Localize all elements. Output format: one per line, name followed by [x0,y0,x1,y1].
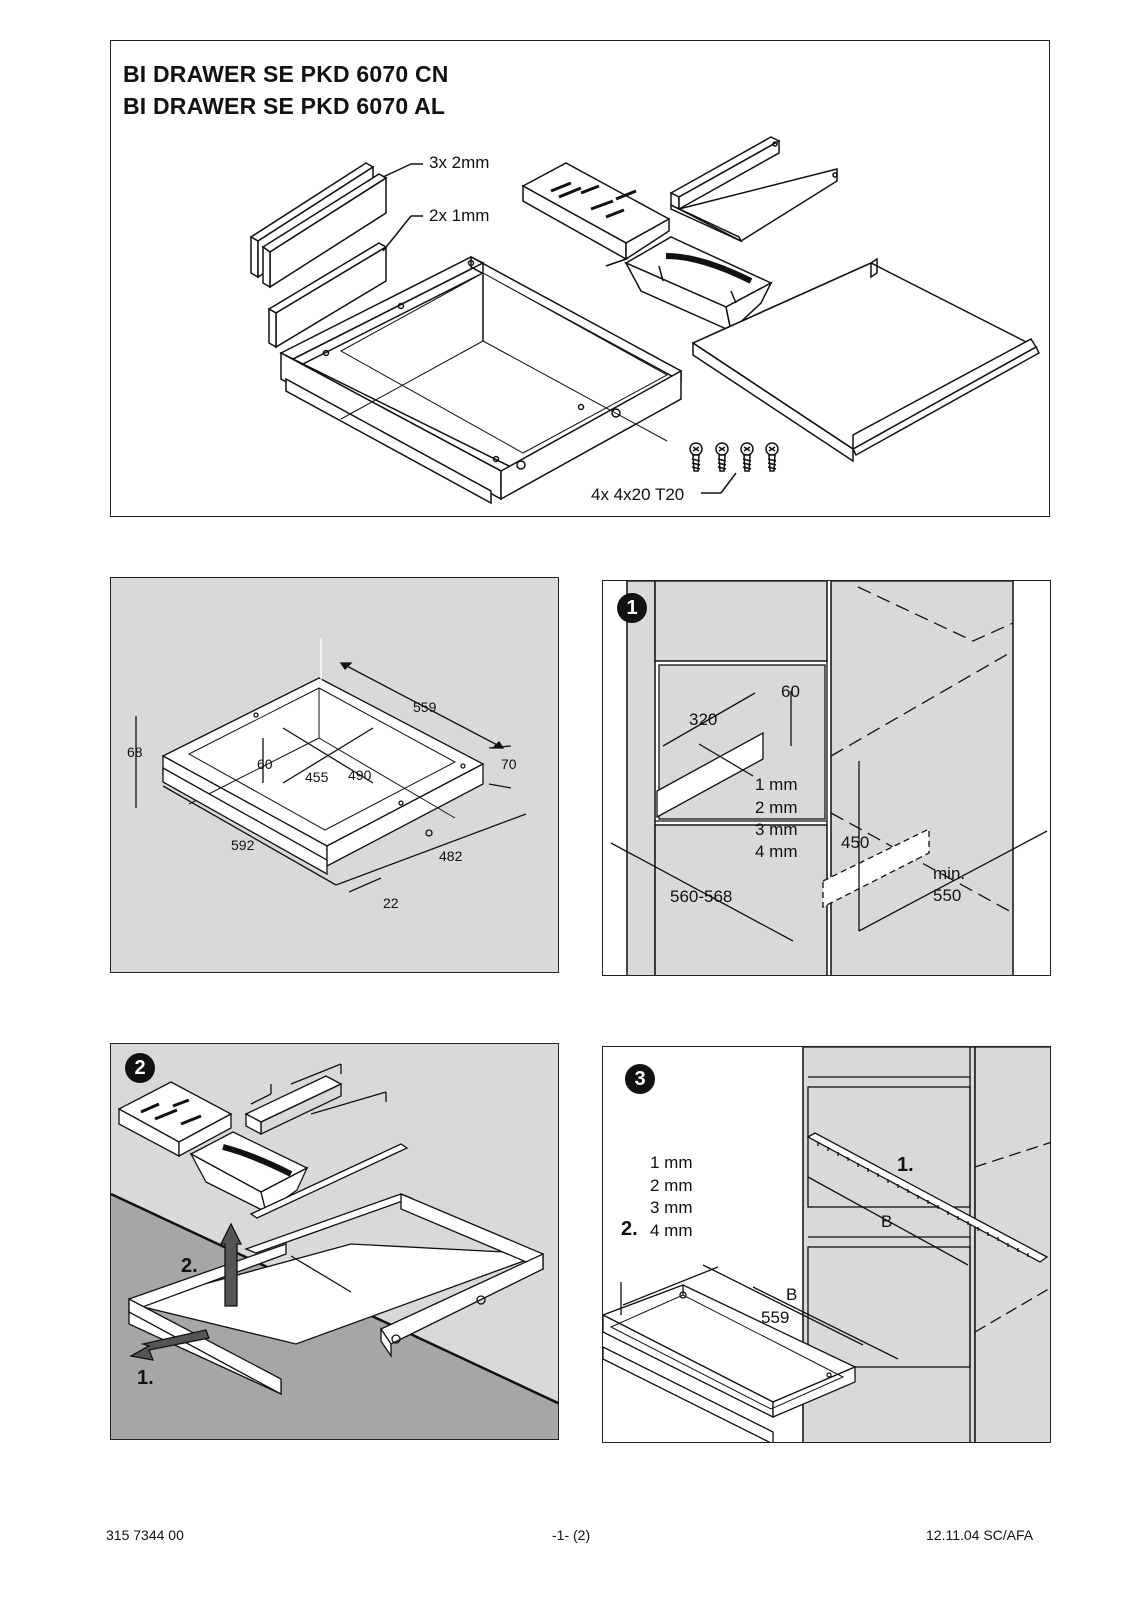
step-3-shim-3mm: 3 mm [650,1198,693,1217]
drawer-frame [279,255,682,505]
step-3-shim-1mm: 1 mm [650,1153,693,1172]
step-3-shim-2mm: 2 mm [650,1176,693,1195]
shim-3mm: 3 mm [755,820,798,839]
document-title-line-1: BI DRAWER SE PKD 6070 CN [123,61,449,87]
step-2-panel: 2 1. 2. [110,1043,559,1440]
screw-icons [689,442,779,472]
dim-60-step1: 60 [781,682,800,701]
leader-line-thick [382,163,412,178]
shim-1mm: 1 mm [755,775,798,794]
step-1-panel: 1 60 320 1 mm 2 mm 3 mm 4 mm 450 min. 55… [602,580,1051,976]
dim-450: 450 [841,833,870,852]
step-3-measure-b-ruler: B [881,1212,893,1231]
step-3-measure-b-drawer: B [786,1285,798,1304]
step-3-measure-drawing [603,1047,1050,1442]
step-2-action-2: 2. [181,1255,198,1277]
step-1-badge: 1 [617,593,647,623]
step-2-badge: 2 [125,1053,155,1083]
shim-2mm: 2 mm [755,798,798,817]
document-date: 12.11.04 SC/AFA [926,1527,1034,1543]
dim-559: 559 [413,699,437,715]
dim-592: 592 [231,837,255,853]
step-3-badge: 3 [625,1064,655,1094]
drawer-dimension-drawing [135,638,527,893]
dim-min-label: min. [933,864,966,883]
step-3-shim-4mm: 4 mm [650,1221,693,1240]
parts-illustration [249,136,1040,505]
step-3-dim-559: 559 [761,1308,790,1327]
dim-22: 22 [383,895,399,911]
page-number: -1- (2) [552,1527,591,1543]
drawer-cover-plate [521,162,671,267]
step-3-action-2: 2. [621,1218,638,1240]
dim-320: 320 [689,710,718,729]
step2-cover-and-tray [117,1081,309,1214]
dim-550: 550 [933,886,962,905]
dim-70: 70 [501,756,517,772]
dim-482: 482 [439,848,463,864]
label-screws: 4x 4x20 T20 [591,485,685,504]
drawer-insert-tray [624,236,773,333]
label-spacers-2mm: 3x 2mm [429,153,490,172]
dim-490: 490 [348,767,372,783]
step-2-drawer-drawing [111,1063,558,1439]
step-3-action-1: 1. [897,1154,914,1176]
document-title-line-2: BI DRAWER SE PKD 6070 AL [123,93,446,119]
label-spacers-1mm: 2x 1mm [429,206,490,225]
dim-60: 60 [257,756,273,772]
dim-68: 68 [127,744,143,760]
document-number: 315 7344 00 [106,1527,184,1543]
drawer-bottom-panel [691,257,1040,463]
spacer-plates-thick [249,162,388,289]
parts-overview-panel: BI DRAWER SE PKD 6070 CN BI DRAWER SE PK… [110,40,1050,517]
dimensions-panel: 559 68 60 455 490 70 592 482 22 [110,577,559,973]
drawer-rails [669,136,838,243]
step-3-panel: 3 1 mm 2 mm 3 mm 4 mm 2. 1. B B 559 [602,1046,1051,1443]
step-2-action-1: 1. [137,1367,154,1389]
dim-560-568: 560-568 [670,887,733,906]
step-1-cabinet-drawing [610,581,1048,975]
shim-4mm: 4 mm [755,842,798,861]
dim-455: 455 [305,769,329,785]
